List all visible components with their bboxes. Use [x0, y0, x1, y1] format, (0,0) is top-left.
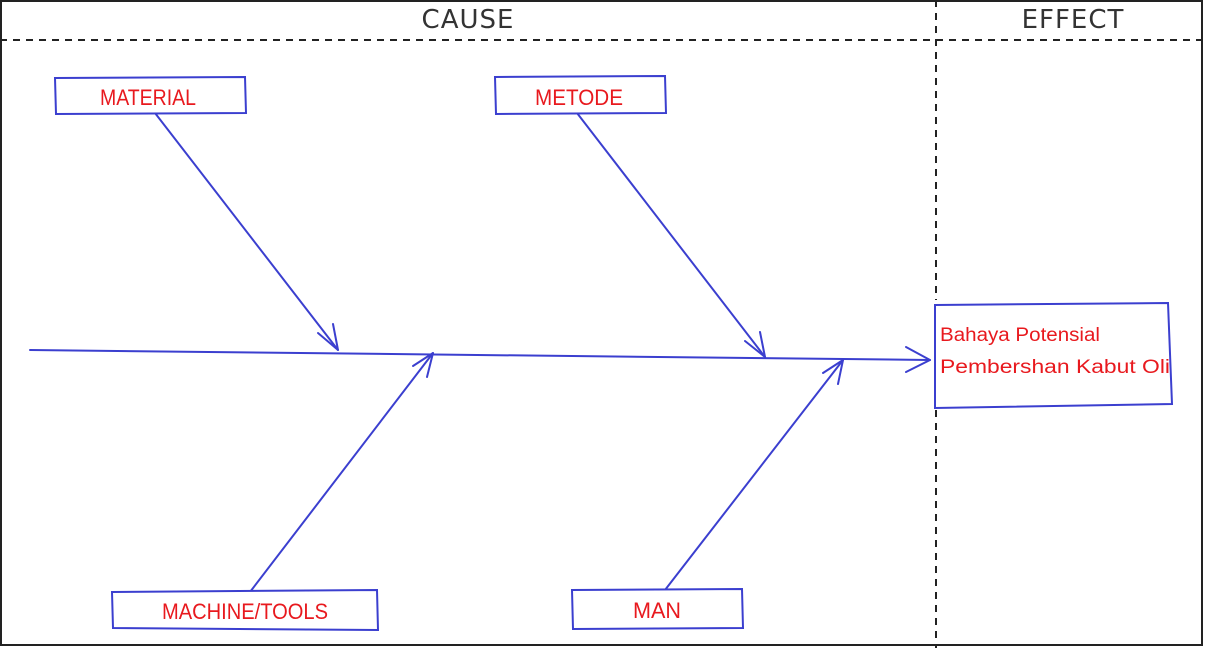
- effect-box: Bahaya Potensial Pembershan Kabut Oli: [934, 301, 1174, 410]
- material-label: MATERIAL: [100, 85, 196, 110]
- effect-line-2: Pembershan Kabut Oli: [940, 357, 1170, 378]
- fish-spine: [29, 349, 931, 361]
- machine-tools-label: MACHINE/TOOLS: [162, 599, 328, 624]
- man-arrowhead: [822, 359, 844, 385]
- material-bone: [154, 112, 339, 351]
- effect-line-1: Bahaya Potensial: [940, 325, 1100, 346]
- cause-box-machine-tools: MACHINE/TOOLS: [110, 588, 380, 632]
- cause-box-metode: METODE: [493, 74, 668, 116]
- machine-tools-bone: [249, 352, 434, 593]
- cause-header: CAUSE: [422, 5, 515, 35]
- metode-arrowhead: [744, 331, 766, 358]
- cause-box-man: MAN: [570, 587, 745, 631]
- metode-label: METODE: [535, 85, 623, 110]
- man-bone: [664, 359, 844, 591]
- spine-arrowhead: [905, 346, 931, 373]
- cause-box-material: MATERIAL: [53, 75, 248, 116]
- man-label: MAN: [633, 598, 681, 623]
- metode-bone: [576, 112, 766, 358]
- effect-header: EFFECT: [1022, 5, 1125, 35]
- material-arrowhead: [317, 323, 339, 351]
- machine-tools-arrowhead: [412, 352, 434, 378]
